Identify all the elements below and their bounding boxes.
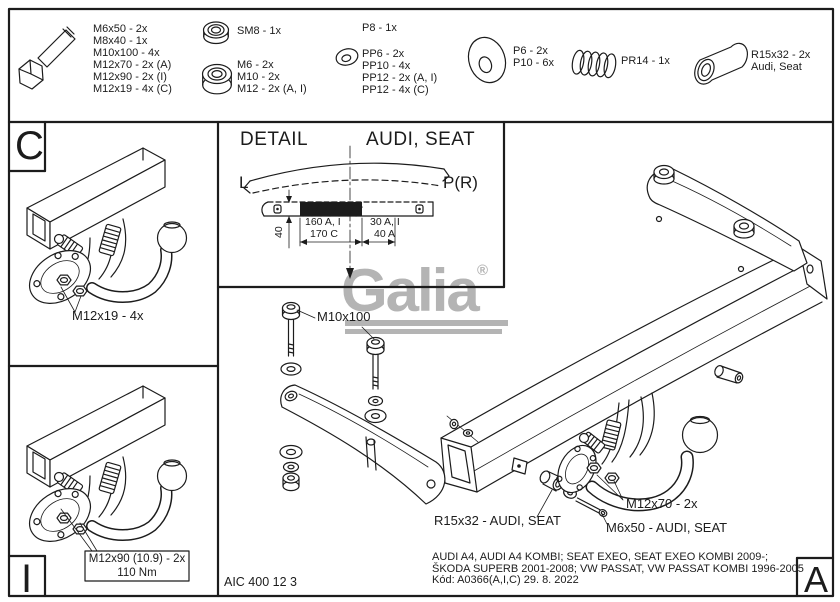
m10-bolt-left (279, 301, 303, 492)
leader-line (60, 508, 98, 552)
part-label: PP10 - 4x (362, 60, 411, 72)
part-label: PR14 - 1x (621, 55, 670, 67)
part-label: P10 - 6x (513, 57, 554, 69)
callout-r15x32: R15x32 - AUDI, SEAT (434, 513, 561, 528)
corner-letter-a: A (804, 559, 829, 600)
detail-right-mark: P(R) (443, 173, 478, 192)
part-label: M6 - 2x (237, 59, 274, 71)
large-washer-icon (467, 36, 507, 84)
dimension-label: 40 A (374, 228, 396, 240)
crossbar (440, 246, 828, 493)
part-label: SM8 - 1x (237, 25, 282, 37)
hex-nut-icon (201, 63, 233, 95)
lock-nut-icon (202, 21, 230, 45)
m10-bolt-right (364, 336, 387, 424)
part-label: R15x32 - 2x (751, 49, 811, 61)
part-label: M12x70 - 2x (A) (93, 59, 172, 71)
detail-left-mark: L (239, 173, 249, 192)
callout-m10x100: M10x100 (317, 309, 371, 324)
product-code-date: Kód: A0366(A,I,C) 29. 8. 2022 (432, 574, 579, 586)
torque-label-line2: 110 Nm (117, 567, 157, 579)
vehicle-list-line2: ŠKODA SUPERB 2001-2008; VW PASSAT, VW PA… (432, 562, 804, 575)
part-label: M10x100 - 4x (93, 47, 160, 59)
part-label: M6x50 - 2x (93, 23, 148, 35)
part-label: M12x90 - 2x (I) (93, 71, 167, 83)
registered-trademark-icon: ® (477, 262, 489, 279)
dimension-label: 160 A, I (305, 216, 341, 228)
torque-label-line1: M12x90 (10.9) - 2x (88, 553, 186, 565)
leader-line (361, 326, 375, 340)
right-bracket (646, 164, 808, 273)
spacer-tube-icon (694, 42, 749, 85)
part-label: P6 - 2x (513, 45, 548, 57)
callout-m12x70: M12x70 - 2x (626, 496, 698, 511)
hex-bolt-icon (18, 26, 76, 90)
spring-icon (571, 49, 617, 79)
part-label: M10 - 2x (237, 71, 280, 83)
towball (556, 392, 719, 512)
part-label: PP12 - 4x (C) (362, 84, 429, 96)
torque-label-box: M12x90 (10.9) - 2x 110 Nm (85, 551, 189, 581)
document-code: AIC 400 12 3 (224, 575, 297, 589)
left-bracket (280, 384, 446, 505)
part-label: P8 - 1x (362, 22, 397, 34)
detail-drawing (243, 145, 450, 279)
part-label: PP6 - 2x (362, 48, 405, 60)
leader-line (596, 474, 624, 501)
part-label: M12 - 2x (A, I) (237, 83, 307, 95)
galia-logo-text: Galia (341, 257, 480, 324)
detail-subtitle: AUDI, SEAT (366, 129, 476, 150)
logo-underline-bar (345, 329, 502, 334)
towbar-view-i (20, 386, 187, 552)
part-label: M8x40 - 1x (93, 35, 148, 47)
leader-line (601, 513, 608, 525)
leader-line (296, 309, 316, 319)
detail-title: DETAIL (240, 129, 309, 150)
dimension-label: 40 (273, 226, 285, 238)
vehicle-list-line1: AUDI A4, AUDI A4 KOMBI; SEAT EXEO, SEAT … (432, 551, 769, 563)
dimension-label: 170 C (310, 228, 339, 240)
small-washer-icon (335, 48, 359, 66)
part-label: M12x19 - 4x (C) (93, 83, 172, 95)
dimension-label: 30 A, I (370, 216, 400, 228)
towbar-view-c (20, 148, 187, 314)
corner-letter-i: I (21, 557, 33, 601)
main-assembly-drawing (279, 164, 828, 525)
logo-underline-bar (345, 320, 508, 326)
leader-line (536, 489, 553, 518)
part-label: PP12 - 2x (A, I) (362, 72, 438, 84)
part-label: Audi, Seat (751, 61, 802, 73)
sheet-borders (7, 7, 835, 598)
callout-m6x50: M6x50 - AUDI, SEAT (606, 520, 728, 535)
callout-m12x19: M12x19 - 4x (72, 308, 144, 323)
corner-letter-c: C (15, 124, 44, 168)
leader-line (60, 286, 82, 313)
